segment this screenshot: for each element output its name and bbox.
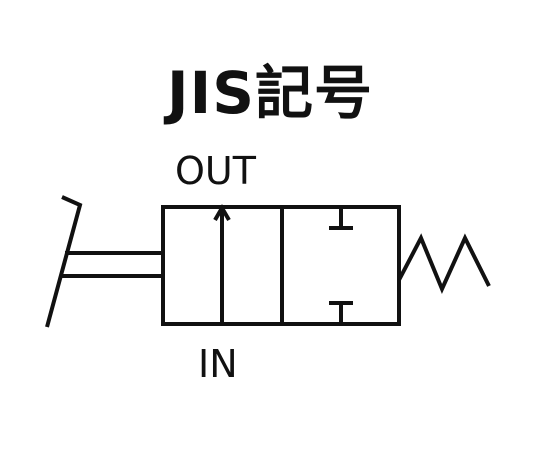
in-port-label: IN [198, 342, 238, 386]
pedal-icon [45, 195, 163, 328]
out-port-label: OUT [175, 149, 256, 193]
diagram-title: JIS記号 [167, 59, 373, 127]
spring-icon [397, 233, 491, 295]
flow-arrow-icon [213, 204, 231, 324]
valve-body [161, 205, 401, 326]
blocked-ports-icon [329, 207, 353, 324]
